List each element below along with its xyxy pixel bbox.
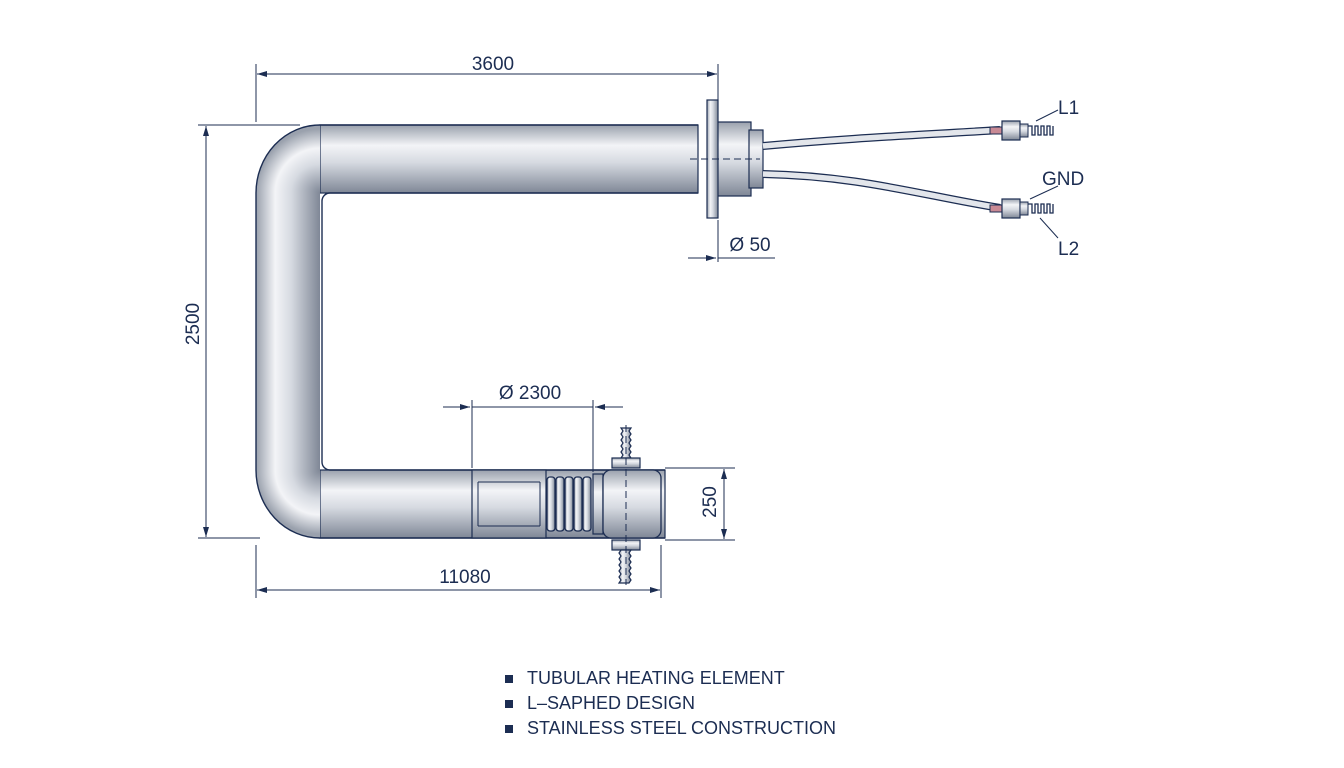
feature-list: TUBULAR HEATING ELEMENT L–SAPHED DESIGN …	[505, 666, 836, 741]
dim-end-height: 250	[700, 486, 721, 518]
bullet-icon	[505, 674, 513, 683]
coil-spring	[546, 476, 592, 532]
terminal-l1-connector	[989, 120, 1054, 141]
dim-diameter-small: Ø 50	[729, 235, 770, 256]
feature-text: STAINLESS STEEL CONSTRUCTION	[527, 718, 837, 738]
dim-top-width: 3600	[472, 54, 514, 75]
dim-height: 2500	[183, 303, 204, 345]
feature-item: L–SAPHED DESIGN	[505, 691, 836, 716]
tube-top-section	[319, 124, 699, 194]
label-l1: L1	[1058, 98, 1079, 119]
bottom-end-fitting	[471, 425, 662, 585]
feature-text: L–SAPHED DESIGN	[527, 693, 696, 713]
feature-item: STAINLESS STEEL CONSTRUCTION	[505, 716, 836, 741]
bullet-icon	[505, 699, 513, 708]
dim-diameter-large: Ø 2300	[499, 383, 561, 404]
flange-head	[690, 99, 764, 219]
lead-wires: L1 GND L2	[762, 98, 1084, 260]
bullet-icon	[505, 724, 513, 733]
tube-vertical-section	[256, 193, 320, 470]
dim-bottom-length: 11080	[439, 567, 490, 588]
tube-bend-bottom	[256, 470, 320, 538]
label-l2: L2	[1058, 239, 1079, 260]
dimension-lines	[198, 64, 775, 598]
stud-bottom	[617, 549, 633, 584]
feature-item: TUBULAR HEATING ELEMENT	[505, 666, 836, 691]
feature-text: TUBULAR HEATING ELEMENT	[527, 668, 785, 688]
terminal-l2-connector	[989, 198, 1054, 219]
label-gnd: GND	[1042, 169, 1084, 190]
tube-bend-top	[256, 125, 320, 193]
